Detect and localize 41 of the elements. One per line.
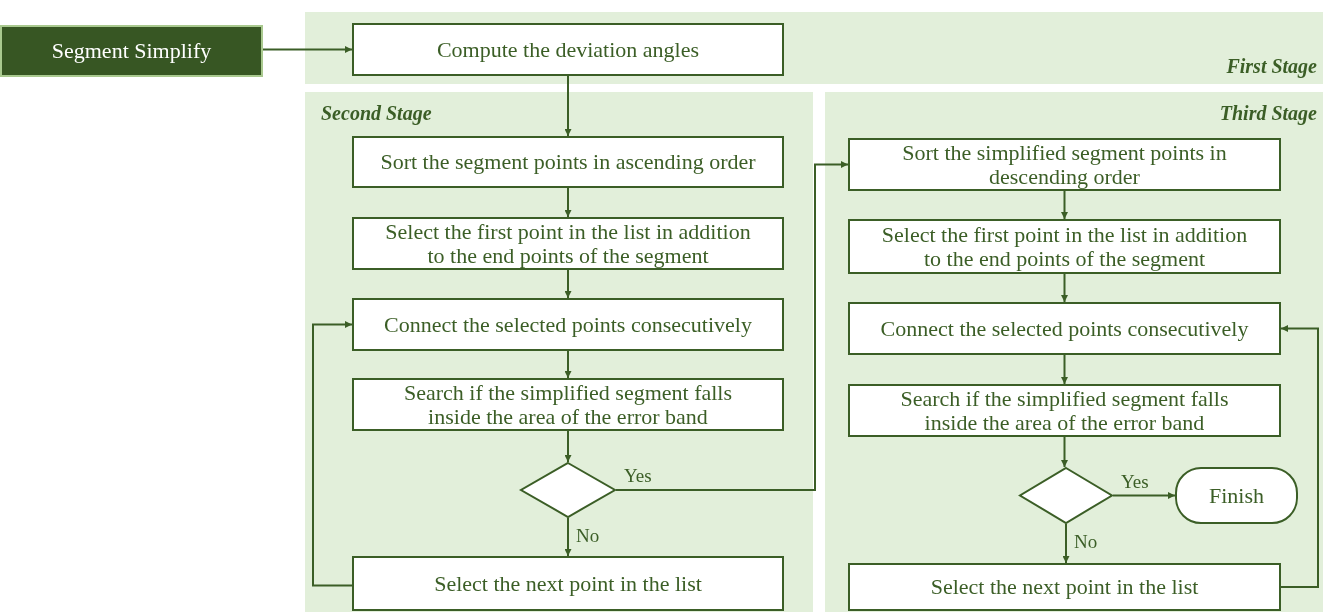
arrow	[1061, 273, 1068, 303]
arrow	[564, 430, 572, 463]
arrow	[312, 321, 353, 587]
arrow	[615, 161, 849, 491]
arrow	[1061, 190, 1068, 220]
decision-diamond	[1019, 467, 1113, 524]
process-box: Select the next point in the list	[352, 556, 784, 611]
stage-panel	[825, 92, 1323, 612]
process-box: Search if the simplified segment falls inside the area of the error band	[352, 378, 784, 431]
edge-label: Yes	[1121, 471, 1149, 491]
process-box: Compute the deviation angles	[352, 23, 784, 76]
edge-label: No	[1074, 532, 1098, 551]
process-box: Select the first point in the list in addition to the end points of the segment	[352, 217, 784, 270]
process-box: Connect the selected points consecutively	[352, 298, 784, 351]
process-box: Search if the simplified segment falls inside the area of the error band	[848, 384, 1281, 437]
stage-heading: Second Stage	[321, 102, 432, 125]
process-box: Sort the simplified segment points in descending order	[848, 138, 1281, 191]
arrow	[564, 269, 572, 299]
arrow	[1061, 436, 1068, 468]
arrow	[262, 46, 353, 53]
stage-panel	[305, 92, 813, 612]
start-box: Segment Simplify	[0, 25, 263, 77]
edge-label: Yes	[624, 466, 652, 485]
stage-heading: First Stage	[1226, 55, 1317, 78]
decision-diamond	[520, 462, 616, 518]
stage-heading: Third Stage	[1219, 102, 1317, 125]
stage-panel	[305, 12, 1323, 84]
process-box: Connect the selected points consecutively	[848, 302, 1281, 355]
arrow	[564, 75, 572, 137]
arrow	[1062, 523, 1070, 564]
arrow	[1112, 492, 1176, 499]
process-box: Select the first point in the list in addition to the end points of the segment	[848, 219, 1281, 274]
arrow	[564, 350, 572, 379]
arrow	[564, 187, 572, 218]
process-box: Select the next point in the list	[848, 563, 1281, 611]
arrow	[1280, 325, 1319, 588]
edge-label: No	[576, 526, 600, 545]
process-box: Sort the segment points in ascending order	[352, 136, 784, 188]
terminal-box: Finish	[1175, 467, 1298, 524]
arrow	[1061, 354, 1068, 385]
arrow	[564, 517, 572, 557]
